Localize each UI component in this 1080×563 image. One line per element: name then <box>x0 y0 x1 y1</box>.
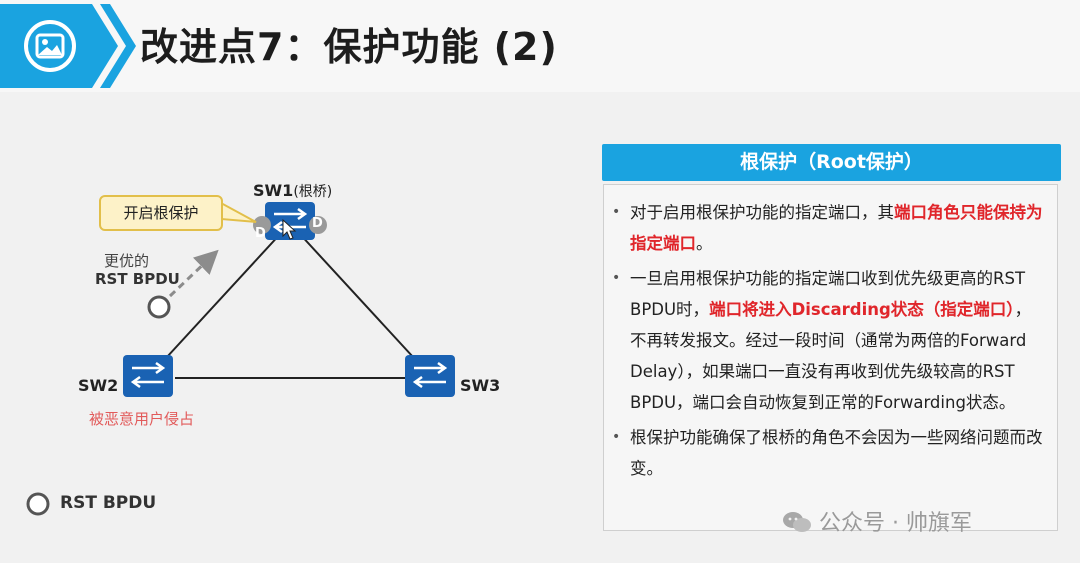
bullet-2-post: ，不再转发报文。经过一段时间（通常为两倍的Forward Delay），如果端口… <box>630 300 1032 412</box>
bullet-2-text: 一旦启用根保护功能的指定端口收到优先级更高的RST BPDU时，端口将进入Dis… <box>630 263 1047 418</box>
cursor-icon <box>282 218 297 240</box>
bullet-dot: • <box>612 429 621 445</box>
legend-label: RST BPDU <box>60 493 157 513</box>
better-bpdu-line1: 更优的 <box>104 252 150 270</box>
topology-diagram <box>26 201 455 516</box>
bullet-2-highlight: 端口将进入Discarding状态（指定端口） <box>709 300 1015 319</box>
sw3-label: SW3 <box>460 376 501 395</box>
bullet-1-highlight: 端口角色只能保持为指定端口 <box>630 203 1043 253</box>
bullet-3: • 根保护功能确保了根桥的角色不会因为一些网络问题而改变。 <box>612 422 1047 484</box>
watermark: 公众号 · 帅旗军 <box>782 505 972 537</box>
attacker-note: 被恶意用户侵占 <box>89 410 195 428</box>
wechat-icon <box>783 512 811 532</box>
bullet-1-text: 对于启用根保护功能的指定端口，其端口角色只能保持为指定端口。 <box>630 197 1047 259</box>
sw2-label: SW2 <box>78 376 119 395</box>
port-d-left-icon <box>253 216 271 234</box>
sw1-note: (根桥) <box>293 184 333 200</box>
link-sw1-sw2 <box>154 231 283 371</box>
sw1-label: SW1(根桥) <box>253 181 332 201</box>
legend-bpdu-icon <box>26 492 50 516</box>
bullet-3-text: 根保护功能确保了根桥的角色不会因为一些网络问题而改变。 <box>630 428 1043 478</box>
header-band <box>0 0 1080 92</box>
better-bpdu-line2: RST BPDU <box>95 270 180 288</box>
bullet-2: • 一旦启用根保护功能的指定端口收到优先级更高的RST BPDU时，端口将进入D… <box>612 263 1047 418</box>
bpdu-arrow <box>168 249 219 298</box>
bullet-dot: • <box>612 270 621 286</box>
bullet-dot: • <box>612 204 621 220</box>
bullet-1-post: 。 <box>696 234 713 253</box>
bullet-1-pre: 对于启用根保护功能的指定端口，其 <box>630 203 894 222</box>
bullet-1: • 对于启用根保护功能的指定端口，其端口角色只能保持为指定端口。 <box>612 197 1047 259</box>
switch-sw3-icon <box>405 355 455 397</box>
switch-sw2-icon <box>123 355 173 397</box>
port-d-left-label: D <box>255 226 266 241</box>
sw1-name: SW1 <box>253 181 294 200</box>
image-icon <box>24 20 76 72</box>
port-d-right-label: D <box>312 216 323 231</box>
bpdu-marker <box>147 295 171 319</box>
page-title: 改进点7：保护功能 (2) <box>140 25 558 69</box>
link-sw1-sw3 <box>297 231 426 371</box>
panel-title: 根保护（Root保护） <box>602 144 1061 181</box>
root-protect-callout: 开启根保护 <box>99 195 223 231</box>
port-d-right-icon <box>309 216 327 234</box>
watermark-text: 公众号 · 帅旗军 <box>819 511 972 536</box>
bullet-2-pre: 一旦启用根保护功能的指定端口收到优先级更高的RST BPDU时， <box>630 269 1026 319</box>
panel-body: • 对于启用根保护功能的指定端口，其端口角色只能保持为指定端口。 • 一旦启用根… <box>603 184 1058 531</box>
switch-sw1-icon <box>265 202 315 240</box>
header-badge <box>0 4 136 88</box>
